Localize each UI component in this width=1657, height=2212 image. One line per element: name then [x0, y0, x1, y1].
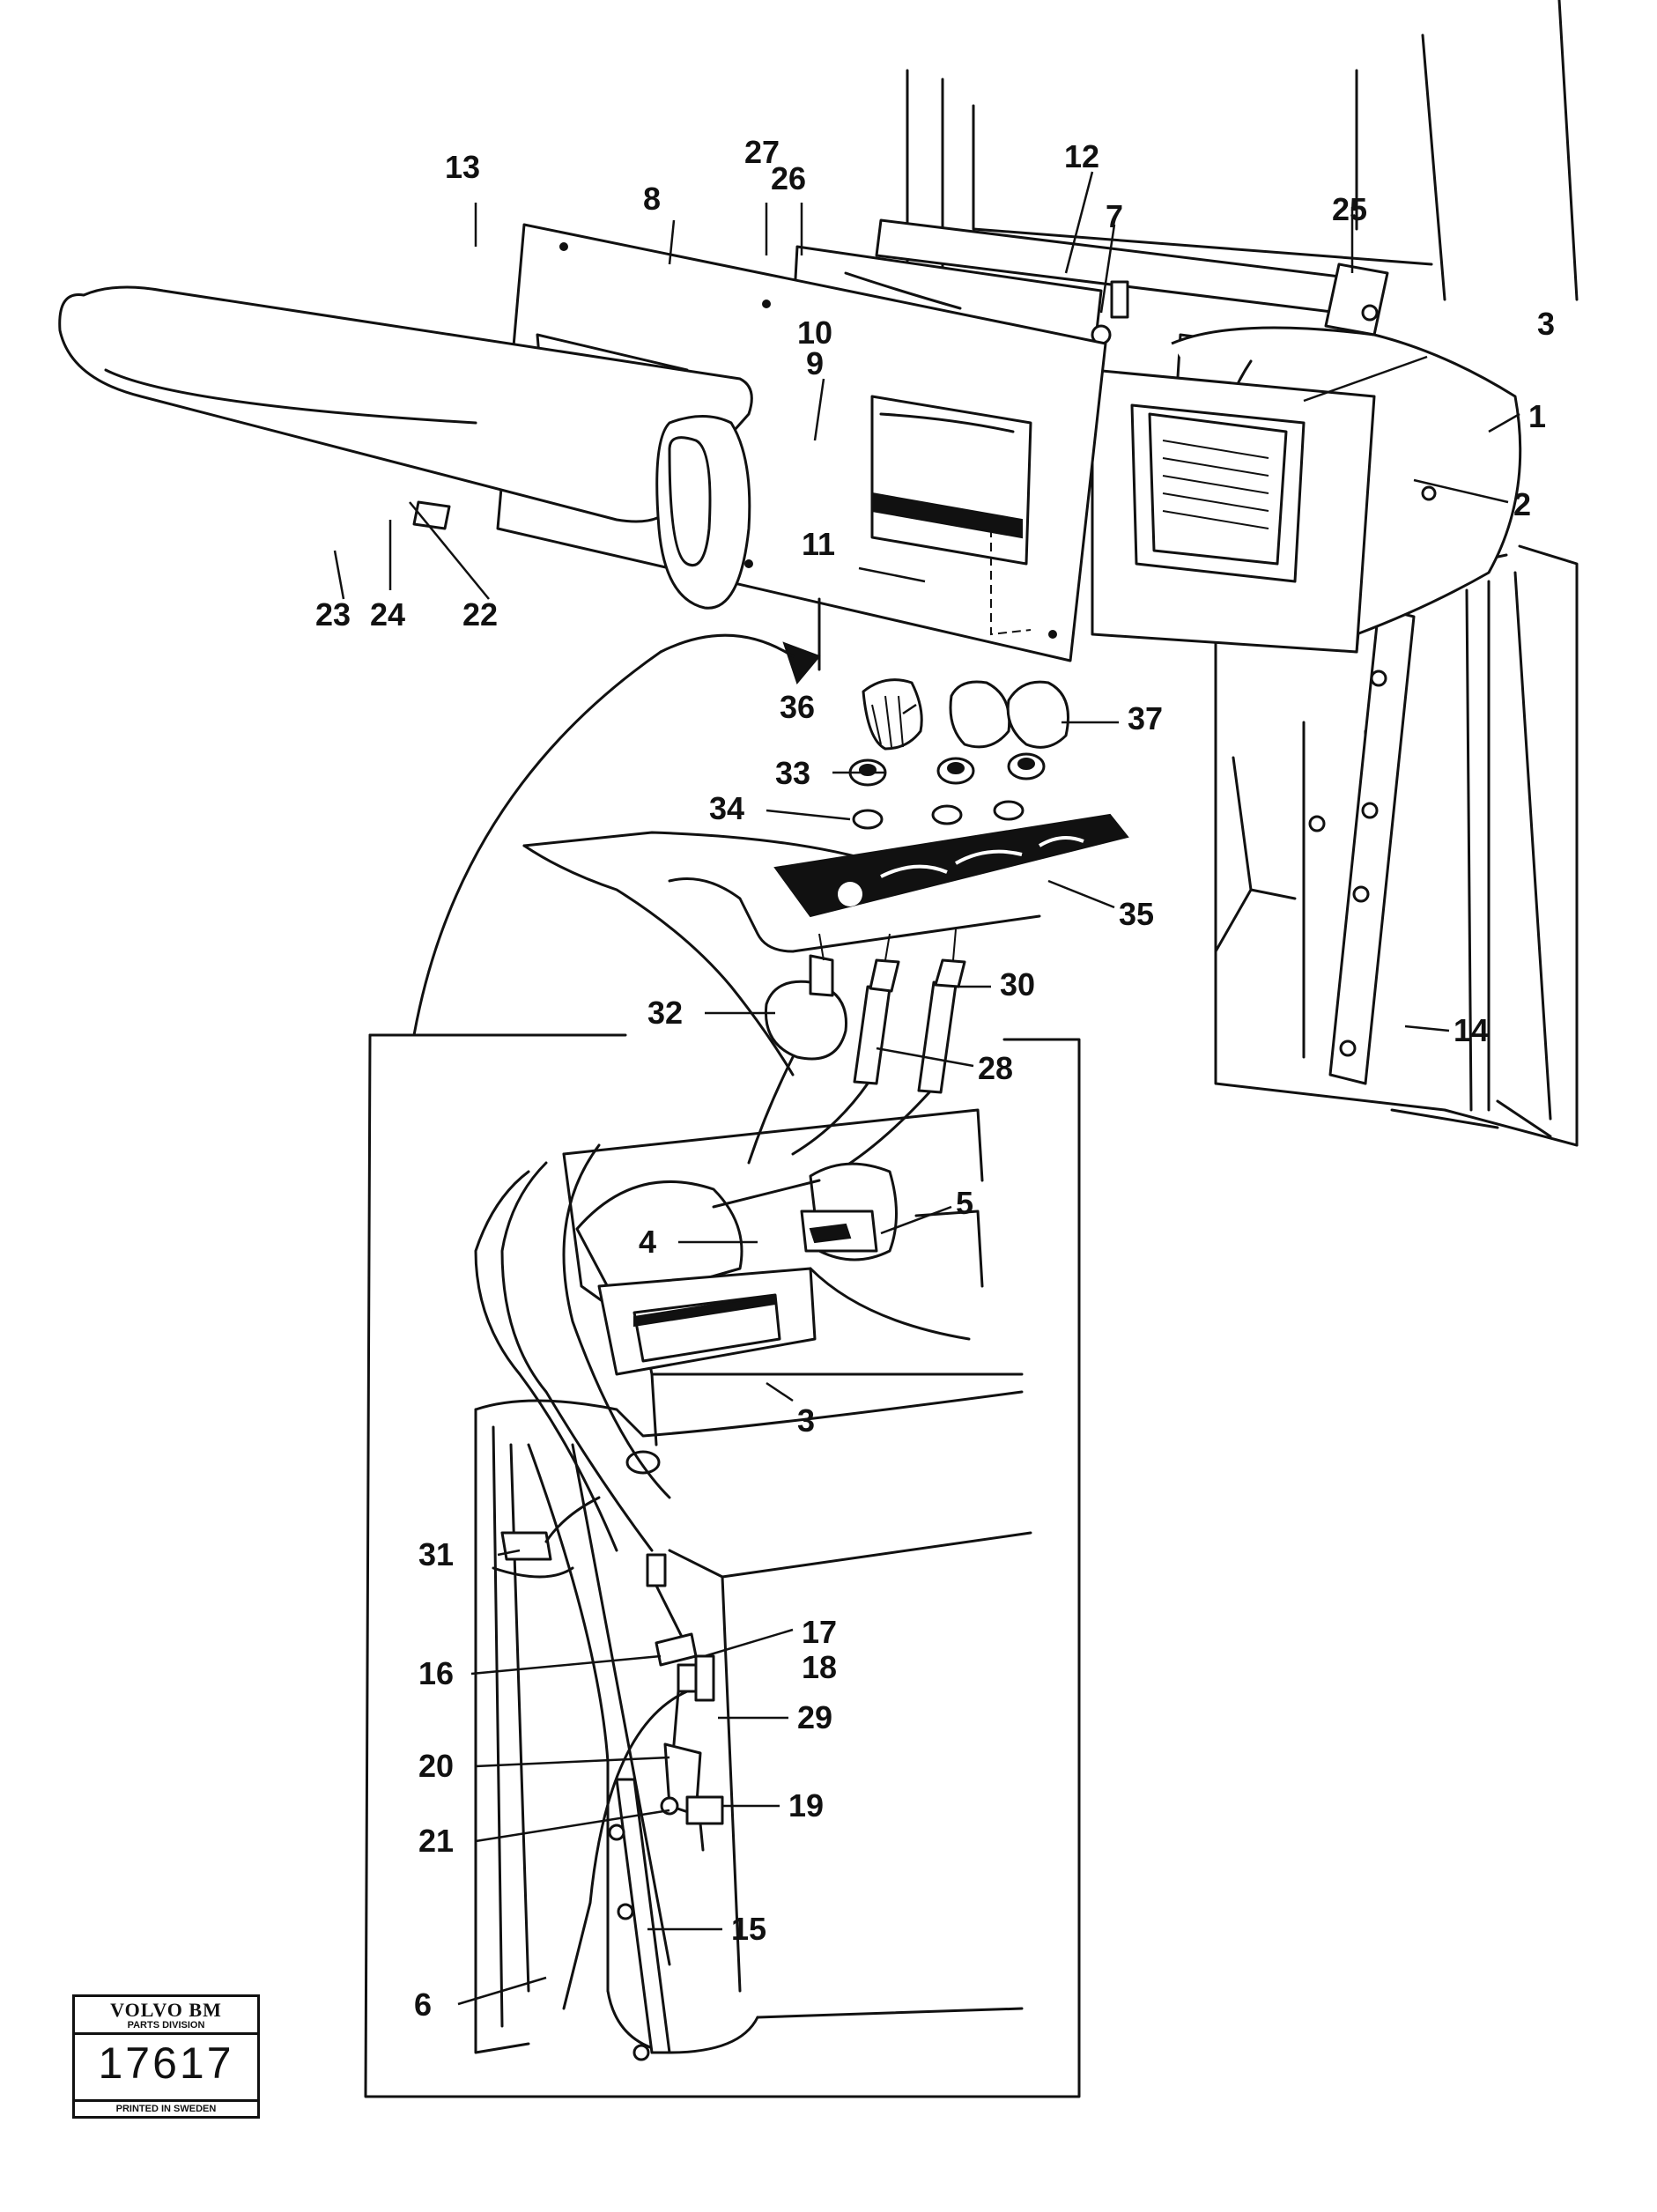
label-8: 8 [643, 181, 661, 217]
stamp-division: PARTS DIVISION [75, 2020, 257, 2035]
label-11: 11 [802, 526, 835, 562]
label-20: 20 [418, 1748, 454, 1784]
leader-lines [333, 171, 1520, 2006]
label-14: 14 [1454, 1012, 1489, 1048]
label-22: 22 [462, 596, 498, 633]
label-21: 21 [418, 1823, 454, 1859]
label-13: 13 [445, 149, 480, 185]
label-2: 2 [1513, 486, 1531, 522]
detail-wiring [474, 1143, 724, 2010]
label-26: 26 [771, 160, 806, 196]
label-27: 27 [744, 134, 780, 170]
stamp-brand: VOLVO BM [110, 1999, 222, 2021]
label-12: 12 [1064, 138, 1099, 174]
label-31: 31 [418, 1536, 454, 1572]
volvo-bm-stamp: VOLVO BM PARTS DIVISION 17617 PRINTED IN… [72, 1994, 260, 2119]
stamp-footer: PRINTED IN SWEDEN [75, 2099, 257, 2116]
detail-heater [562, 1108, 1024, 1446]
control-plate-35 [773, 813, 1129, 918]
heater-box-3 [1091, 326, 1522, 654]
label-7: 7 [1106, 198, 1123, 234]
label-16: 16 [418, 1655, 454, 1691]
switch-components [747, 928, 966, 1173]
control-knobs [848, 678, 1069, 830]
detail-frame [364, 1033, 1081, 2098]
mounting-bar-14 [1308, 606, 1416, 1085]
label-15: 15 [731, 1911, 766, 1947]
label-24: 24 [370, 596, 405, 633]
label-29: 29 [797, 1699, 832, 1735]
label-1: 1 [1528, 398, 1546, 434]
label-36: 36 [780, 689, 815, 725]
label-6: 6 [414, 1986, 432, 2023]
air-duct-22 [58, 285, 753, 610]
label-25: 25 [1332, 191, 1367, 227]
label-17: 17 [802, 1614, 837, 1650]
label-19: 19 [788, 1787, 824, 1824]
label-3-detail: 3 [797, 1402, 815, 1439]
label-34: 34 [709, 790, 744, 826]
label-30: 30 [1000, 966, 1035, 1002]
label-3-top: 3 [1537, 306, 1555, 342]
label-35: 35 [1119, 896, 1154, 932]
label-5: 5 [956, 1185, 973, 1221]
label-32: 32 [647, 995, 683, 1031]
label-18: 18 [802, 1649, 837, 1685]
front-panel-8 [496, 223, 1107, 662]
stamp-drawing-number: 17617 [98, 2038, 234, 2088]
part-labels: 1 2 3 7 12 25 8 13 27 26 10 9 11 23 24 2… [315, 134, 1555, 2023]
label-23: 23 [315, 596, 351, 633]
label-4: 4 [639, 1224, 656, 1260]
label-28: 28 [978, 1050, 1013, 1086]
label-10: 10 [797, 314, 832, 351]
detail-cab-post [474, 1390, 1032, 2061]
label-33: 33 [775, 755, 810, 791]
label-9: 9 [806, 345, 824, 381]
label-37: 37 [1128, 700, 1163, 736]
